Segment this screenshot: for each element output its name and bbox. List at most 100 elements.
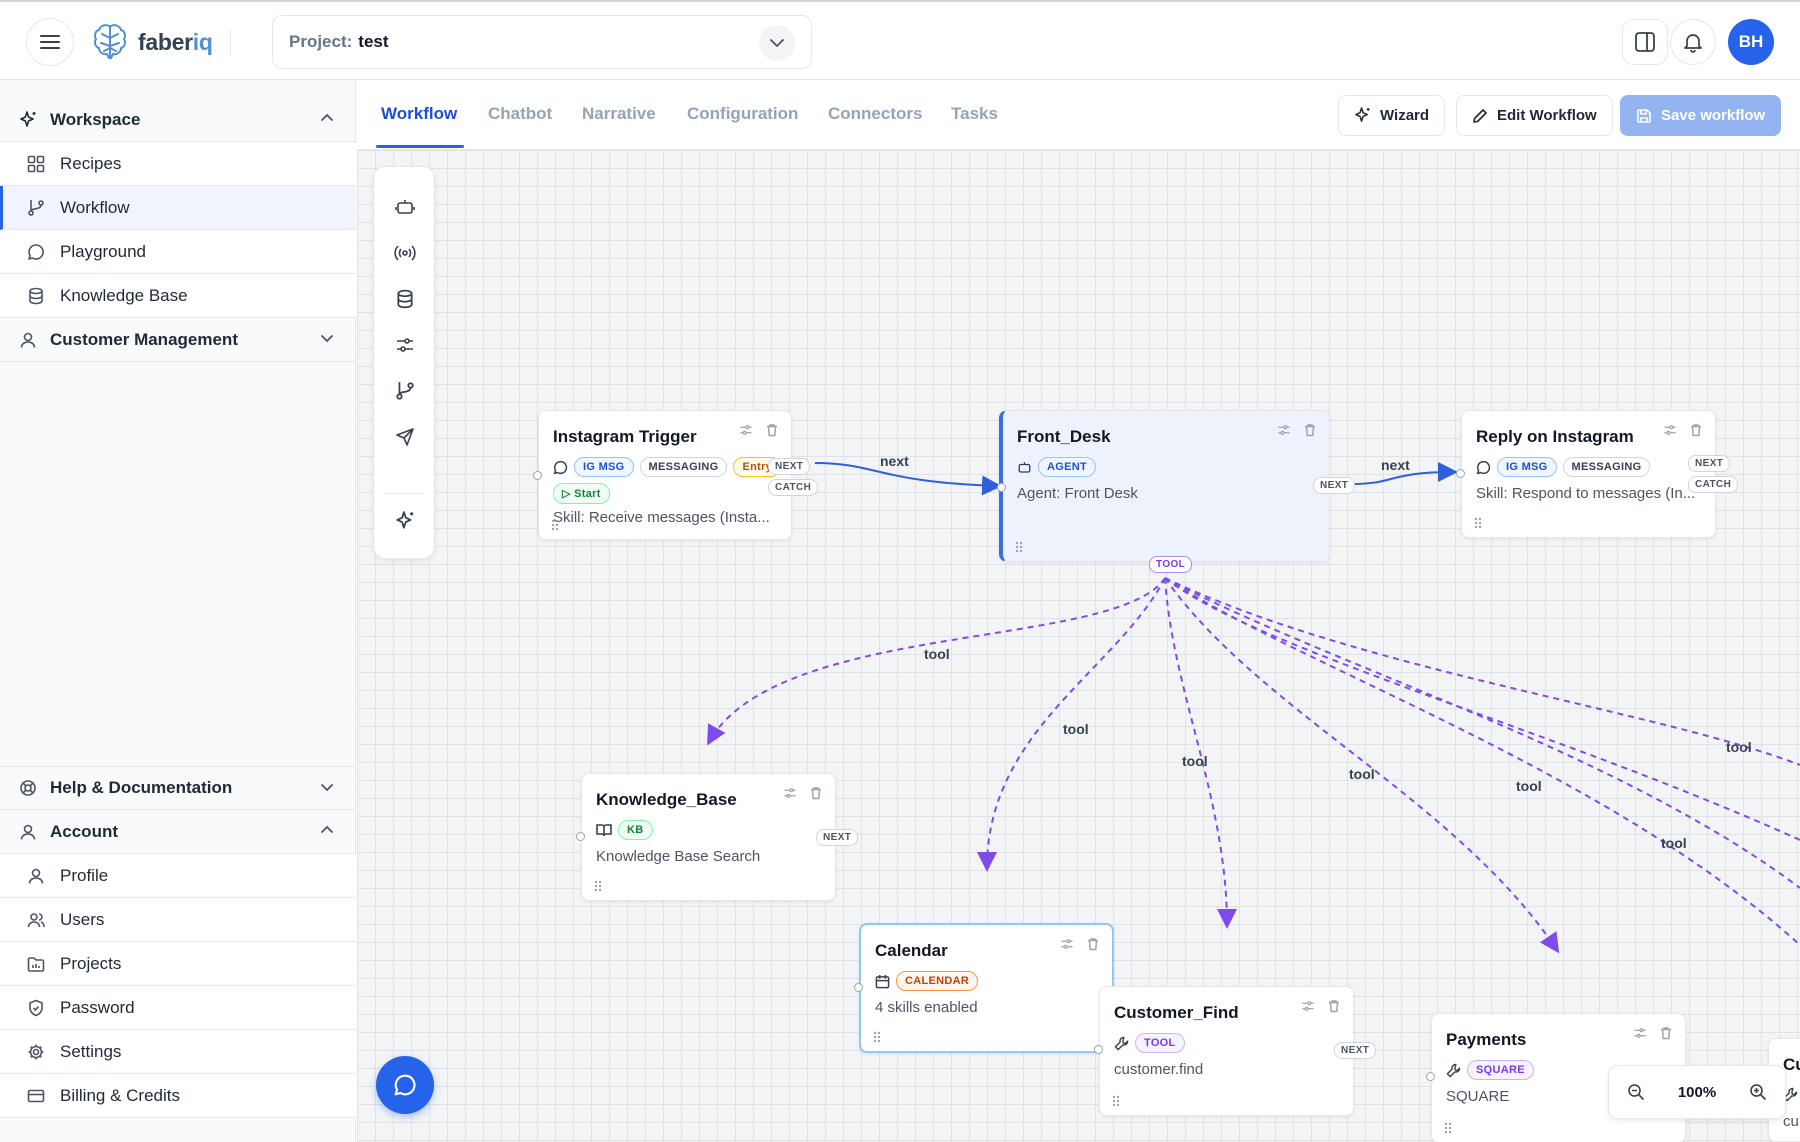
database-icon[interactable] xyxy=(393,287,417,311)
pencil-icon xyxy=(1473,108,1487,123)
sidebar-item-billing[interactable]: Billing & Credits xyxy=(0,1074,356,1118)
edge-tool-calendar xyxy=(977,577,1166,872)
sidebar-item-settings[interactable]: Settings xyxy=(0,1030,356,1074)
trash-icon[interactable] xyxy=(1327,999,1341,1013)
edit-workflow-button[interactable]: Edit Workflow xyxy=(1456,95,1613,136)
node-start-row: ▷ Start xyxy=(553,483,610,504)
node-calendar[interactable]: Calendar CALENDAR 4 skills enabled xyxy=(854,923,1114,1053)
settings-sliders-icon[interactable] xyxy=(1633,1026,1647,1040)
port-tool[interactable]: TOOL xyxy=(1149,556,1193,573)
broadcast-icon[interactable] xyxy=(393,241,417,265)
sidebar-item-recipes[interactable]: Recipes xyxy=(0,142,356,186)
settings-sliders-icon[interactable] xyxy=(739,423,753,437)
workflow-canvas[interactable]: next next tool tool tool tool tool tool … xyxy=(357,150,1800,1142)
sidebar-item-password[interactable]: Password xyxy=(0,986,356,1030)
input-handle[interactable] xyxy=(533,471,542,480)
node-title: Customer_Find xyxy=(1114,1003,1239,1022)
drag-handle-icon[interactable] xyxy=(551,519,559,531)
settings-sliders-icon[interactable] xyxy=(1301,999,1315,1013)
tab-connectors[interactable]: Connectors xyxy=(828,104,923,123)
robot-icon[interactable] xyxy=(393,195,417,219)
settings-sliders-icon[interactable] xyxy=(1060,937,1074,951)
edge-tool-offscreen-2 xyxy=(1164,577,1800,946)
input-handle[interactable] xyxy=(576,832,585,841)
tab-workflow[interactable]: Workflow xyxy=(381,104,458,123)
node-reply-instagram[interactable]: Reply on Instagram IG MSG MESSAGING Skil… xyxy=(1456,410,1739,538)
section-workspace[interactable]: Workspace xyxy=(0,98,356,142)
node-front-desk[interactable]: Front_Desk AGENT Agent: Front Desk NEXT … xyxy=(997,410,1356,573)
edit-workflow-label: Edit Workflow xyxy=(1497,107,1597,124)
input-handle[interactable] xyxy=(1426,1072,1435,1081)
node-actions xyxy=(1060,937,1100,951)
drag-handle-icon[interactable] xyxy=(1112,1095,1120,1107)
sidebar-item-users[interactable]: Users xyxy=(0,898,356,942)
trash-icon[interactable] xyxy=(1659,1026,1673,1040)
avatar[interactable]: BH xyxy=(1728,19,1774,65)
tab-bar: Workflow Chatbot Narrative Configuration… xyxy=(357,80,1800,150)
port-next[interactable]: NEXT xyxy=(1688,455,1731,472)
branch-icon[interactable] xyxy=(393,379,417,403)
notifications-button[interactable] xyxy=(1670,19,1716,65)
port-next[interactable]: NEXT xyxy=(1313,477,1356,494)
sidebar: Workspace Recipes Workflow Playground Kn… xyxy=(0,80,356,1142)
node-knowledge-base[interactable]: Knowledge_Base KB Knowledge Base Search … xyxy=(576,773,859,901)
sidebar-item-profile[interactable]: Profile xyxy=(0,854,356,898)
sidebar-item-projects[interactable]: Projects xyxy=(0,942,356,986)
input-handle[interactable] xyxy=(854,983,863,992)
save-workflow-button[interactable]: Save workflow xyxy=(1620,95,1782,136)
project-dropdown-button[interactable] xyxy=(759,25,795,61)
sidebar-item-playground[interactable]: Playground xyxy=(0,230,356,274)
send-icon[interactable] xyxy=(393,425,417,449)
sidebar-item-label: Projects xyxy=(60,953,122,973)
sidebar-item-label: Password xyxy=(60,997,135,1017)
sidebar-item-knowledge-base[interactable]: Knowledge Base xyxy=(0,274,356,318)
toggle-panel-button[interactable] xyxy=(1622,19,1668,65)
node-instagram-trigger[interactable]: Instagram Trigger IG MSG MESSAGING Entry… xyxy=(533,410,819,540)
tab-chatbot[interactable]: Chatbot xyxy=(488,104,553,123)
node-customer-find[interactable]: Customer_Find TOOL customer.find NEXT xyxy=(1094,986,1377,1116)
input-handle[interactable] xyxy=(1456,469,1465,478)
user-icon xyxy=(26,866,46,886)
wizard-button[interactable]: Wizard xyxy=(1338,95,1446,136)
edge-label-tool: tool xyxy=(1063,721,1089,737)
drag-handle-icon[interactable] xyxy=(1015,541,1023,553)
section-account[interactable]: Account xyxy=(0,810,356,854)
section-customer-management[interactable]: Customer Management xyxy=(0,318,356,362)
node-subtitle: Agent: Front Desk xyxy=(1017,485,1138,502)
drag-handle-icon[interactable] xyxy=(1474,517,1482,529)
sliders-icon[interactable] xyxy=(393,333,417,357)
project-selector[interactable]: Project: test xyxy=(272,15,812,69)
port-next[interactable]: NEXT xyxy=(816,829,859,846)
input-handle[interactable] xyxy=(997,483,1006,492)
settings-sliders-icon[interactable] xyxy=(783,786,797,800)
input-handle[interactable] xyxy=(1094,1045,1103,1054)
tab-narrative[interactable]: Narrative xyxy=(582,104,656,123)
zoom-out-icon[interactable] xyxy=(1627,1083,1645,1101)
section-help[interactable]: Help & Documentation xyxy=(0,766,356,810)
settings-sliders-icon[interactable] xyxy=(1277,423,1291,437)
trash-icon[interactable] xyxy=(1689,423,1703,437)
drag-handle-icon[interactable] xyxy=(1444,1122,1452,1134)
branch-icon xyxy=(26,198,46,218)
calendar-icon xyxy=(875,974,890,988)
trash-icon[interactable] xyxy=(765,423,779,437)
zoom-in-icon[interactable] xyxy=(1749,1083,1767,1101)
port-catch[interactable]: CATCH xyxy=(1688,476,1739,493)
logo[interactable]: faberiq xyxy=(92,22,213,62)
edge-label-tool: tool xyxy=(1349,766,1375,782)
settings-sliders-icon[interactable] xyxy=(1663,423,1677,437)
trash-icon[interactable] xyxy=(1086,937,1100,951)
tab-tasks[interactable]: Tasks xyxy=(951,104,998,123)
menu-button[interactable] xyxy=(26,18,74,66)
trash-icon[interactable] xyxy=(1303,423,1317,437)
port-catch[interactable]: CATCH xyxy=(768,479,819,496)
tab-configuration[interactable]: Configuration xyxy=(687,104,799,123)
port-next[interactable]: NEXT xyxy=(1334,1042,1377,1059)
drag-handle-icon[interactable] xyxy=(873,1031,881,1043)
sidebar-item-workflow[interactable]: Workflow xyxy=(0,186,356,230)
port-next[interactable]: NEXT xyxy=(768,458,811,475)
sparkle-icon[interactable] xyxy=(393,509,417,533)
trash-icon[interactable] xyxy=(809,786,823,800)
chat-button[interactable] xyxy=(376,1056,434,1114)
drag-handle-icon[interactable] xyxy=(594,880,602,892)
